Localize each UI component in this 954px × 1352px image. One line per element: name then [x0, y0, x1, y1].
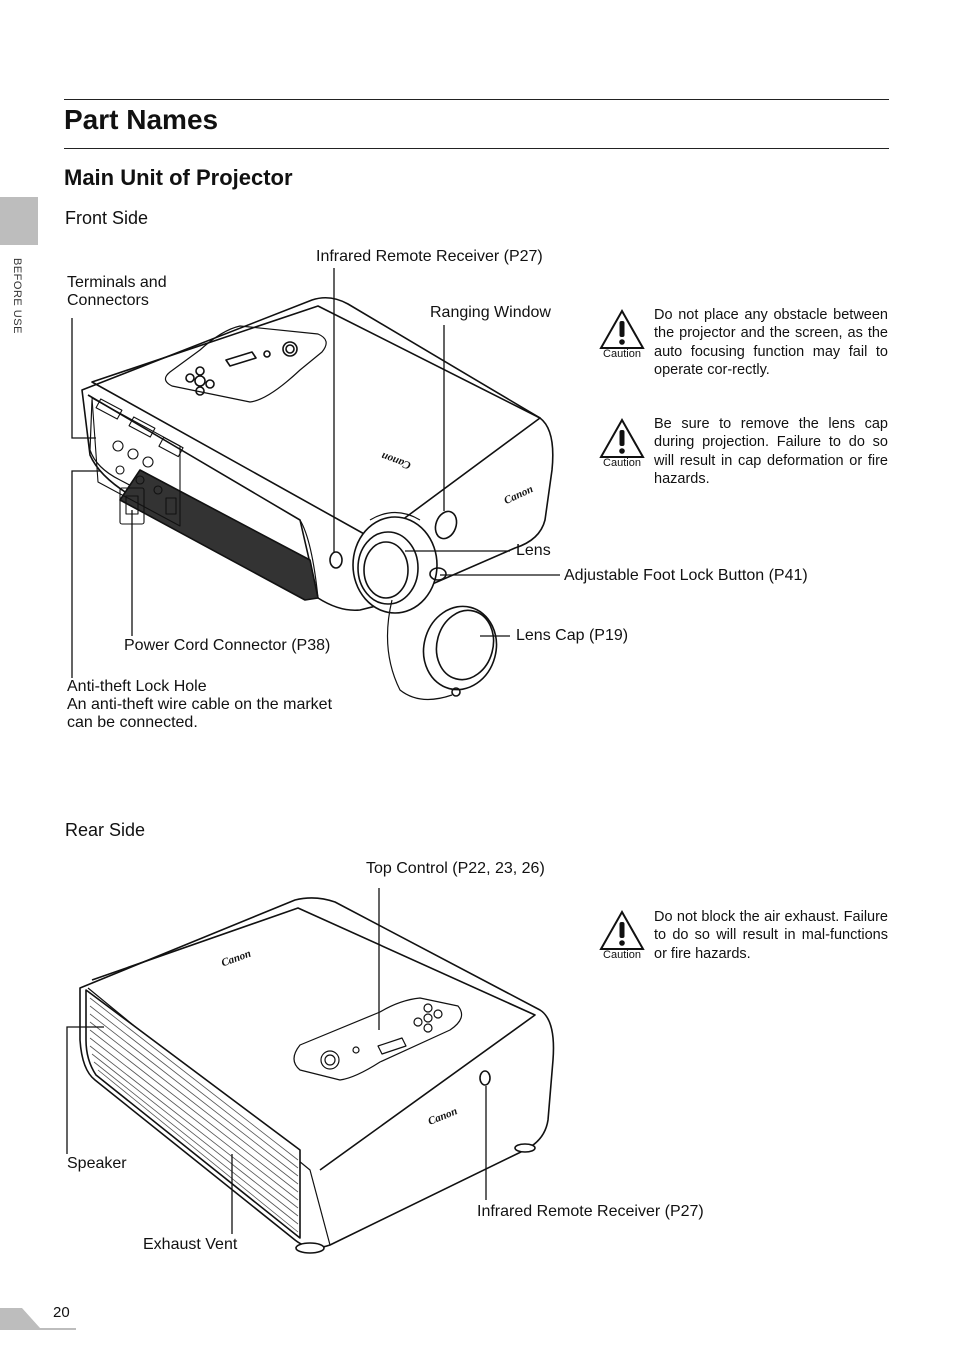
label-anti-theft-desc-1: An anti-theft wire cable on the market: [67, 696, 333, 713]
label-lens-cap: Lens Cap (P19): [516, 627, 629, 644]
label-ranging-window: Ranging Window: [430, 304, 551, 321]
caution-caption-2: Caution: [603, 457, 641, 469]
front-side-heading: Front Side: [65, 208, 149, 228]
caution-text-3: Do not block the air exhaust. Failure to…: [654, 909, 888, 962]
caution-icon-1: Caution: [597, 308, 647, 360]
label-exhaust-vent: Exhaust Vent: [143, 1236, 238, 1253]
front-projector-body: [81, 296, 554, 612]
label-top-control: Top Control (P22, 23, 26): [366, 860, 545, 877]
rear-grille-lines: [89, 997, 299, 1233]
page-number-tab: [0, 1308, 76, 1330]
front-terminals-panel: [91, 397, 184, 527]
header-rule-bottom: [64, 148, 889, 149]
label-ir-receiver-front: Infrared Remote Receiver (P27): [316, 248, 543, 265]
label-anti-theft-desc-2: can be connected.: [67, 714, 198, 731]
rear-top-control: [293, 997, 463, 1081]
caution-icon-2: Caution: [597, 417, 647, 469]
front-lens-cap: [386, 599, 498, 701]
label-anti-theft: Anti-theft Lock Hole: [67, 678, 207, 695]
header-rule-top: [64, 99, 889, 100]
label-lens: Lens: [516, 542, 551, 559]
caution-icon-3: Caution: [597, 909, 647, 961]
label-speaker: Speaker: [67, 1155, 127, 1172]
label-power-cord: Power Cord Connector (P38): [124, 637, 331, 654]
front-top-control: [164, 325, 327, 403]
leader-lines: [66, 268, 560, 1234]
front-brand-side: Canon: [502, 483, 535, 507]
label-terminals-line2: Connectors: [67, 292, 149, 309]
rear-side-heading: Rear Side: [65, 820, 146, 840]
caution-text-2: Be sure to remove the lens cap during pr…: [654, 416, 888, 487]
section-title: Main Unit of Projector: [64, 165, 293, 190]
label-terminals-line1: Terminals and: [67, 274, 167, 291]
page-number: 20: [53, 1304, 70, 1321]
label-ir-receiver-rear: Infrared Remote Receiver (P27): [477, 1203, 704, 1220]
front-lens: [352, 511, 447, 614]
caution-caption-1: Caution: [603, 348, 641, 360]
section-tab: [0, 197, 38, 245]
label-adjustable-foot: Adjustable Foot Lock Button (P41): [564, 567, 808, 584]
page-title: Part Names: [64, 104, 219, 135]
caution-caption-3: Caution: [603, 949, 641, 961]
section-tab-label: BEFORE USE: [11, 258, 23, 334]
caution-text-1: Do not place any obstacle between the pr…: [654, 307, 888, 378]
